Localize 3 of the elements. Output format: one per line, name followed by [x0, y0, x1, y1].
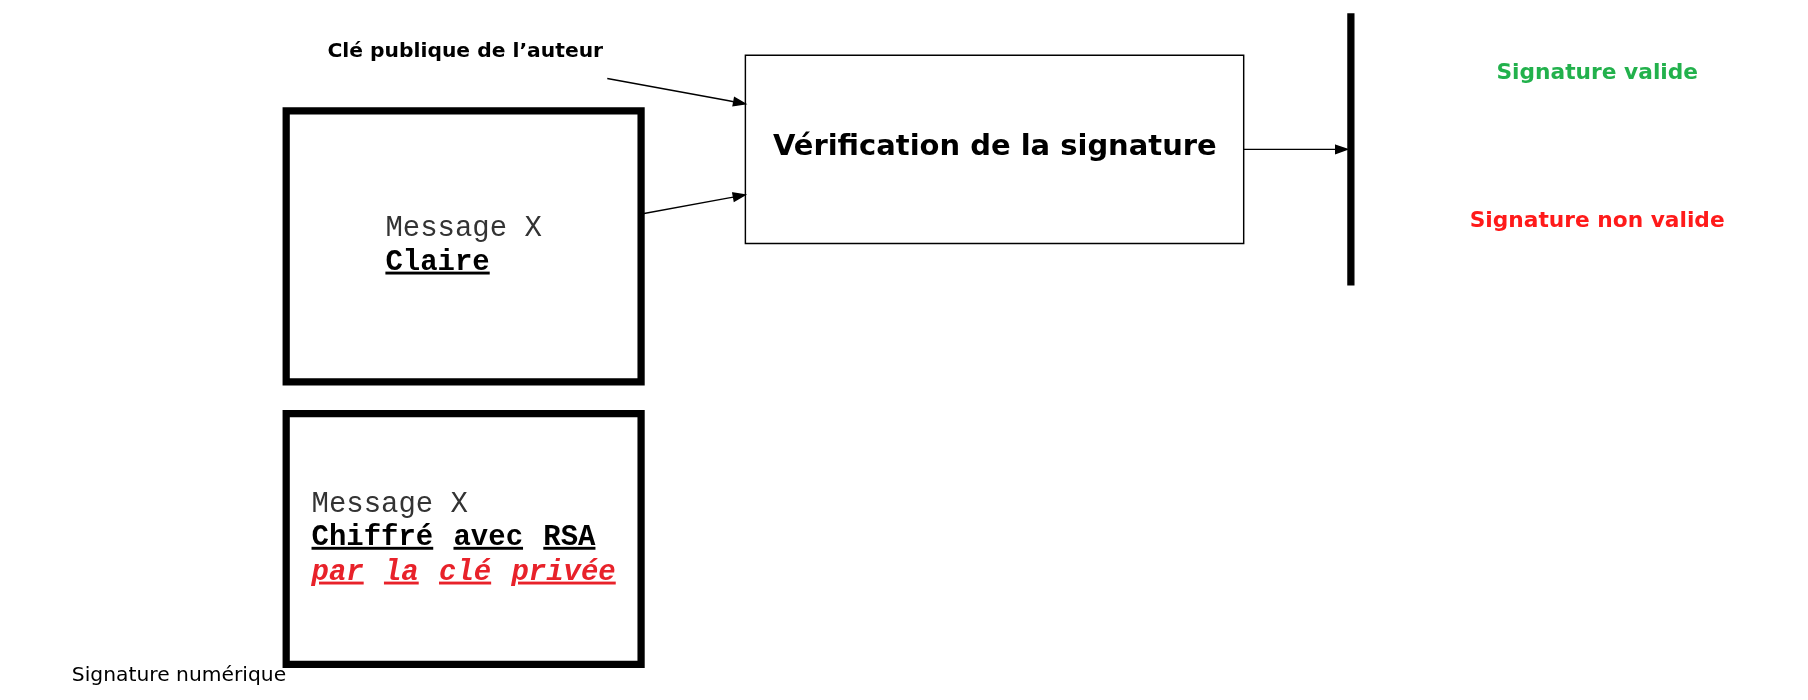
- node-text: Clé publique de l’auteur: [327, 37, 604, 62]
- label: Signature valide: [1496, 59, 1699, 85]
- label: Signature non valide: [1469, 206, 1725, 232]
